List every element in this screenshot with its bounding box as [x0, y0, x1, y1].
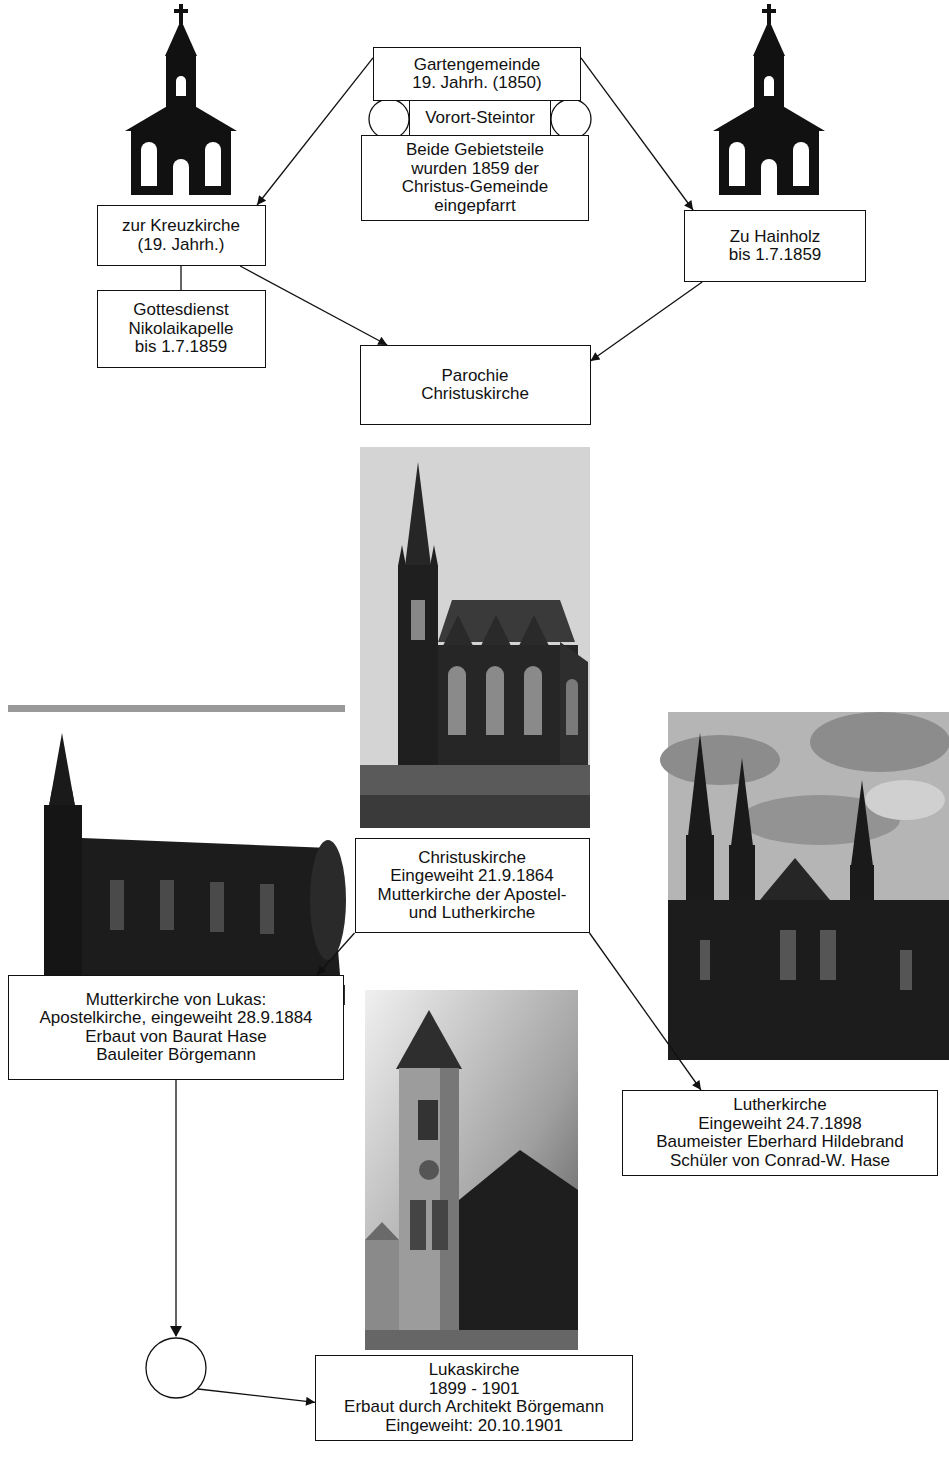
box-text: Parochie Christuskirche — [410, 367, 540, 404]
church-box: zur Kreuzkirche (19. Jahrh.) — [97, 205, 266, 266]
apostelkirche-photo — [44, 805, 82, 1000]
lukaskirche-photo — [432, 1200, 448, 1250]
connector-arrow — [581, 58, 693, 210]
christuskirche-photo — [398, 565, 438, 765]
service-box: Gottesdienst Nikolaikapelle bis 1.7.1859 — [97, 290, 266, 368]
connector-arrow — [257, 58, 373, 205]
lukaskirche-photo — [365, 990, 578, 1350]
box-text: zur Kreuzkirche (19. Jahrh.) — [111, 217, 251, 254]
apostelkirche-photo — [8, 705, 346, 1005]
christuskirche-photo — [411, 600, 425, 640]
christuskirche-photo — [560, 642, 588, 765]
christuskirche-photo — [360, 447, 590, 828]
church-box: Lukaskirche1899 - 1901Erbaut durch Archi… — [315, 1355, 633, 1441]
lukaskirche-photo — [365, 990, 578, 1350]
box-text: Christuskirche — [418, 849, 526, 868]
lutherkirche-photo — [688, 733, 712, 836]
christuskirche-photo — [438, 645, 578, 765]
lutherkirche-photo — [865, 780, 945, 820]
box-text: Vorort-Steintor — [425, 109, 535, 128]
junction-circle — [551, 99, 591, 139]
apostelkirche-photo — [49, 733, 75, 806]
box-text: Bauleiter Börgemann — [96, 1046, 256, 1065]
lutherkirche-photo — [820, 930, 836, 980]
lukaskirche-photo — [399, 1068, 459, 1350]
box-text: Apostelkirche, eingeweiht 28.9.1884 — [39, 1009, 312, 1028]
connector-arrow — [590, 933, 702, 1090]
connector-arrow — [317, 933, 354, 975]
box-text: Lukaskirche — [429, 1361, 520, 1380]
christuskirche-photo — [398, 545, 406, 566]
church-icon — [125, 4, 237, 195]
apostelkirche-photo — [310, 840, 346, 960]
note-box: Beide Gebietsteile wurden 1859 der Chris… — [361, 135, 589, 221]
lukaskirche-photo — [396, 1010, 462, 1069]
lutherkirche-photo — [851, 780, 873, 866]
church-box: Mutterkirche von Lukas:Apostelkirche, ei… — [8, 975, 344, 1080]
christuskirche-photo — [524, 666, 542, 735]
connector-arrow — [591, 282, 703, 361]
apostelkirche-photo — [8, 705, 345, 712]
box-text: Erbaut von Baurat Hase — [85, 1028, 266, 1047]
lukaskirche-photo — [459, 1150, 578, 1350]
box-text: Mutterkirche von Lukas: — [86, 991, 266, 1010]
parish-box: Parochie Christuskirche — [360, 345, 591, 425]
lutherkirche-photo — [900, 950, 912, 990]
lutherkirche-photo — [755, 858, 835, 906]
box-text: Baumeister Eberhard Hildebrand — [656, 1133, 904, 1152]
church-box: LutherkircheEingeweiht 24.7.1898Baumeist… — [622, 1090, 938, 1176]
connector-arrow — [180, 266, 181, 290]
apostelkirche-photo — [110, 880, 124, 930]
lutherkirche-photo — [660, 712, 949, 1060]
church-box: ChristuskircheEingeweiht 21.9.1864Mutter… — [355, 838, 590, 933]
christuskirche-photo — [405, 462, 431, 566]
christuskirche-photo — [360, 447, 590, 828]
box-text: Gottesdienst Nikolaikapelle bis 1.7.1859 — [119, 301, 244, 357]
lukaskirche-photo — [419, 1160, 439, 1180]
christuskirche-photo — [430, 545, 438, 566]
christuskirche-photo — [486, 666, 504, 735]
apostelkirche-photo — [210, 882, 224, 932]
suburb-box: Vorort-Steintor — [409, 100, 551, 137]
lutherkirche-photo — [780, 930, 796, 980]
lukaskirche-photo — [418, 1100, 438, 1140]
lukaskirche-photo — [365, 1330, 578, 1350]
christuskirche-photo — [448, 666, 466, 735]
box-text: Erbaut durch Architekt Börgemann — [344, 1398, 604, 1417]
junction-circle — [146, 1338, 206, 1398]
lutherkirche-photo — [700, 940, 710, 980]
lukaskirche-photo — [365, 1222, 399, 1240]
church-icon — [713, 4, 825, 195]
apostelkirche-photo — [260, 884, 274, 934]
community-box: Gartengemeinde 19. Jahrh. (1850) — [373, 47, 581, 101]
christuskirche-photo — [360, 765, 590, 828]
box-text: Eingeweiht 21.9.1864 — [390, 867, 554, 886]
junction-circle — [369, 99, 409, 139]
box-text: Gartengemeinde 19. Jahrh. (1850) — [402, 56, 552, 93]
christuskirche-photo — [360, 795, 590, 828]
box-text: Eingeweiht: 20.10.1901 — [385, 1417, 563, 1436]
box-text: Eingeweiht 24.7.1898 — [698, 1115, 862, 1134]
box-text: Beide Gebietsteile wurden 1859 der Chris… — [390, 141, 560, 215]
lukaskirche-photo — [410, 1200, 426, 1250]
box-text: Lutherkirche — [733, 1096, 827, 1115]
box-text: Schüler von Conrad-W. Hase — [670, 1152, 890, 1171]
box-text: Zu Hainholz bis 1.7.1859 — [723, 228, 828, 265]
lutherkirche-photo — [668, 900, 949, 1060]
apostelkirche-photo — [69, 790, 75, 806]
church-box: Zu Hainholz bis 1.7.1859 — [684, 210, 866, 282]
lutherkirche-photo — [810, 712, 949, 772]
box-text: 1899 - 1901 — [429, 1380, 520, 1399]
connector-arrow — [176, 1080, 315, 1402]
apostelkirche-photo — [49, 790, 55, 806]
box-text: Mutterkirche der Apostel- und Lutherkirc… — [368, 886, 576, 923]
christuskirche-photo — [566, 679, 578, 735]
lutherkirche-photo — [731, 758, 753, 846]
apostelkirche-photo — [160, 880, 174, 930]
lutherkirche-photo — [660, 735, 780, 785]
